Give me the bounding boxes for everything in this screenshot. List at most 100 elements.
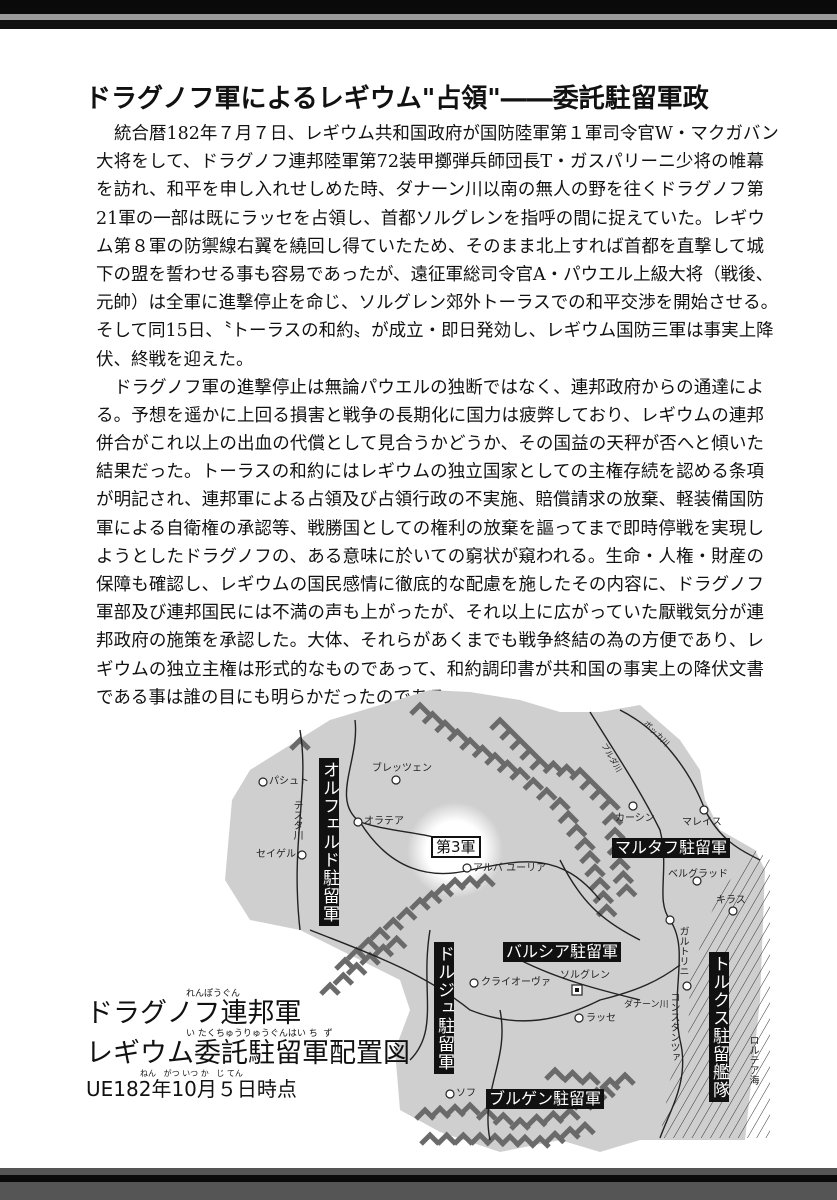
body-line: が明記され、連邦軍による占領及び占領行政の不実施、賠償請求の放棄、軽装備国防 <box>96 490 764 511</box>
mountain-icon <box>574 836 596 851</box>
mountain-icon <box>601 811 624 826</box>
place-label: ガルトリニ <box>677 926 688 976</box>
mountain-icon <box>474 873 496 888</box>
mountain-icon <box>434 718 456 734</box>
mountain-icon <box>514 1133 536 1149</box>
place-label: オラテア <box>364 816 404 827</box>
mountain-icon <box>489 716 511 731</box>
mountain-icon <box>419 1131 441 1146</box>
mountain-icon <box>535 786 558 801</box>
mountain-icon <box>595 903 618 918</box>
mountain-icon <box>409 701 431 716</box>
mountain-icon <box>589 876 611 891</box>
body-line: そして同15日、〝トーラスの和約〟が成立・即日発効し、レギウム国防三軍は事実上降 <box>96 321 774 342</box>
mountain-icon <box>420 889 443 905</box>
mountain-icon <box>385 934 408 950</box>
body-line: ようとしたドラグノフの、ある意味に於いての窮状が窺われる。生命・人権・財産の <box>96 546 764 567</box>
place-label: パシュト <box>269 776 309 787</box>
mountain-ranges <box>289 701 638 1149</box>
mountain-icon <box>549 796 571 811</box>
mountain-icon <box>409 896 431 911</box>
place-label: ソフ <box>456 1088 476 1099</box>
mountain-icon <box>484 751 506 766</box>
caption-ruby: い たくちゅうりゅうぐんはい ち ず <box>186 1029 333 1039</box>
mountain-icon <box>395 906 418 921</box>
mountain-icon <box>561 1068 584 1084</box>
top-border-band <box>0 20 837 29</box>
place-label: ラッセ <box>586 1013 616 1024</box>
mountain-icon <box>369 926 391 941</box>
mountain-icon <box>332 971 355 986</box>
place-label: マレイス <box>682 817 722 828</box>
mountain-icon <box>559 1125 581 1140</box>
page-title: ドラグノフ軍によるレギウム"占領"――委託駐留軍政 <box>85 84 709 114</box>
mountain-icon <box>499 1132 521 1148</box>
mountain-icon <box>519 746 541 761</box>
body-line: である事は誰の目にも明らかだったのである。 <box>96 687 464 708</box>
mountain-icon <box>544 1066 566 1081</box>
mountain-icon <box>421 710 444 725</box>
place-label: ベルグラッド <box>668 869 728 880</box>
mountain-icon <box>522 776 545 791</box>
river-label: テスタ川 <box>291 800 302 840</box>
mountain-icon <box>382 916 405 931</box>
place-label: キラス <box>716 895 746 906</box>
mountain-icon <box>435 1131 458 1146</box>
map-caption-date: UE182年10月５日時点 <box>86 1077 297 1101</box>
body-line: を訪れ、和平を申し入れせしめた時、ダナーン川以南の無人の野を往くドラグノフ第 <box>96 180 764 201</box>
mountain-icon <box>359 951 381 966</box>
map-caption-line1: ドラグノフ連邦軍 <box>86 998 302 1029</box>
unit-label-third-army: 第3軍 <box>431 836 481 858</box>
mountain-icon <box>579 776 601 791</box>
place-label: カーシン <box>615 813 655 824</box>
body-text: 統合暦182年７月７日、レギウム共和国政府が国防陸軍第１軍司令官W・マクガバン … <box>96 120 779 712</box>
top-border-band <box>0 0 837 14</box>
body-line: 統合暦182年７月７日、レギウム共和国政府が国防陸軍第１軍司令官W・マクガバン <box>114 124 779 144</box>
mountain-icon <box>469 1131 491 1146</box>
mountain-icon <box>475 1106 498 1121</box>
mountain-icon <box>609 856 631 871</box>
map-caption-line2: レギウム委託駐留軍配置図 <box>86 1038 410 1069</box>
mountain-icon <box>584 863 606 878</box>
mountain-icon <box>357 936 380 951</box>
mountain-icon <box>559 1106 581 1121</box>
mountain-icon <box>589 786 611 801</box>
mountain-icon <box>569 766 591 781</box>
river-label: ダナーン川 <box>624 1000 669 1010</box>
mountain-icon <box>542 759 565 775</box>
body-line: 元帥）は全軍に進撃停止を命じ、ソルグレン郊外トーラスでの和平交渉を開始させる。 <box>96 293 779 314</box>
bottom-border-band <box>0 1168 837 1200</box>
mountain-icon <box>542 1109 565 1125</box>
place-label: ブレッツェン <box>372 763 432 774</box>
mountain-icon <box>614 1071 636 1086</box>
mountain-icon <box>555 763 578 778</box>
mountain-icon <box>471 743 494 759</box>
mountain-icon <box>574 1120 596 1136</box>
mountain-icon <box>529 1134 551 1149</box>
caption-ruby: れんぽうぐん <box>186 989 241 999</box>
mountain-icon <box>557 809 580 825</box>
mountain-icon <box>372 943 395 958</box>
mountain-icon <box>345 946 368 961</box>
mountain-icon <box>496 758 519 774</box>
mountain-icon <box>604 826 626 841</box>
body-line: 保障も確認し、レギウムの国民感情に徹底的な配慮を施したその内容に、ドラグノフ <box>96 575 764 595</box>
body-line: 大将をして、ドラグノフ連邦陸軍第72装甲擲弾兵師団長T・ガスパリーニ少将の帷幕 <box>96 152 764 173</box>
unit-label-barsia: バルシア駐留軍 <box>503 942 622 962</box>
mountain-icon <box>529 756 551 771</box>
mountain-icon <box>452 1131 475 1146</box>
place-label: セイゲル <box>256 849 296 860</box>
body-line: 軍による自衛権の承認等、戦勝国としての権利の放棄を謳ってまで即時停戦を実現し <box>96 518 764 539</box>
unit-label-dolju: ドルジュ駐留軍 <box>434 942 454 1074</box>
mountain-icon <box>492 1111 515 1126</box>
mountain-icon <box>579 849 601 865</box>
unit-label-bulgen: ブルゲン駐留軍 <box>486 1089 605 1109</box>
body-line: ドラグノフ軍の進撃停止は無論パウエルの独断ではなく、連邦政府からの通達によ <box>114 377 764 398</box>
mountain-icon <box>319 981 341 996</box>
mountain-icon <box>432 883 455 898</box>
mountain-icon <box>446 727 469 743</box>
unit-label-turks-fleet: トルクス駐留艦隊 <box>709 952 729 1102</box>
place-label: コンスタンツァ <box>668 992 679 1062</box>
mountain-icon <box>544 1129 566 1145</box>
